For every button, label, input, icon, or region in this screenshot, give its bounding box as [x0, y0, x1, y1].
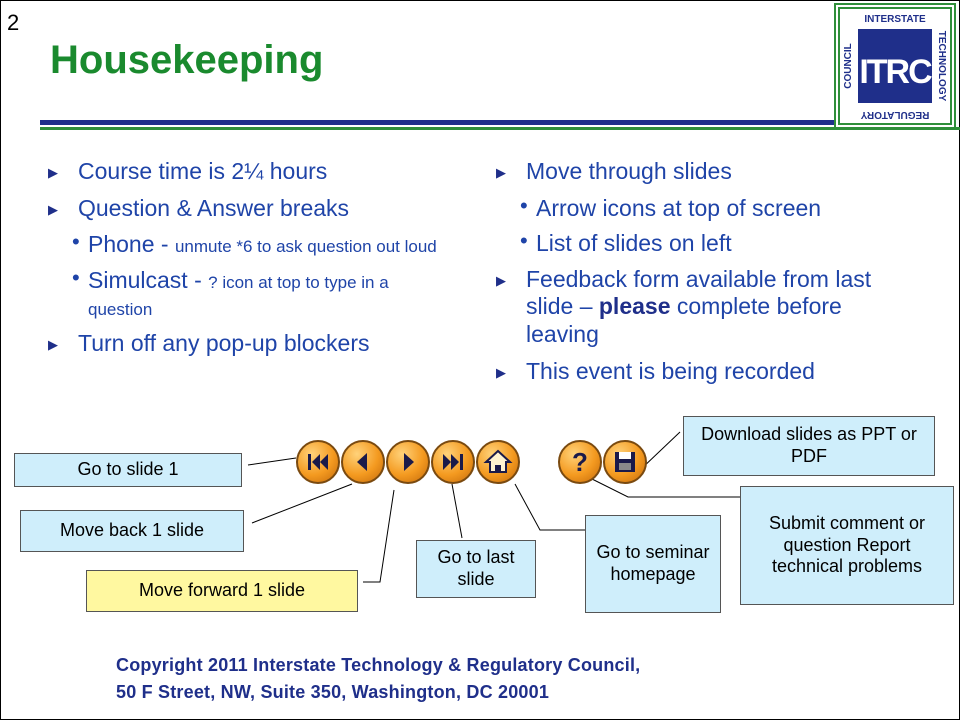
triangle-bullet-icon: ▶: [48, 165, 58, 180]
callout-move-back: Move back 1 slide: [20, 510, 244, 552]
callout-submit-comment: Submit comment or question Report techni…: [740, 486, 954, 605]
callout-move-forward: Move forward 1 slide: [86, 570, 358, 612]
sub-bullet-phone: •Phone - unmute *6 to ask question out l…: [72, 229, 437, 258]
next-slide-icon: [404, 453, 414, 471]
title-rule-green: [40, 127, 960, 130]
triangle-bullet-icon: ▶: [48, 201, 58, 217]
save-icon: [615, 452, 635, 472]
question-icon: ?: [572, 447, 588, 477]
last-slide-button[interactable]: [431, 440, 475, 484]
sub-bullet-arrow-icons: •Arrow icons at top of screen: [520, 192, 822, 221]
last-slide-icon: [443, 454, 463, 470]
title-rule-navy: [40, 120, 835, 125]
copyright-line-1: Copyright 2011 Interstate Technology & R…: [116, 655, 641, 675]
home-icon: [483, 449, 513, 473]
bullet-feedback-form: ▶Feedback form available from last slide…: [496, 265, 872, 347]
triangle-bullet-icon: ▶: [48, 336, 58, 352]
dot-bullet-icon: •: [520, 192, 528, 218]
triangle-bullet-icon: ▶: [496, 364, 506, 380]
copyright-line-2: 50 F Street, NW, Suite 350, Washington, …: [116, 682, 550, 702]
bullet-qa-breaks: ▶Question & Answer breaks: [48, 194, 350, 221]
callout-go-to-homepage: Go to seminar homepage: [585, 515, 721, 613]
svg-text:?: ?: [572, 447, 588, 477]
previous-slide-icon: [357, 453, 367, 471]
logo-text-top: INTERSTATE: [864, 14, 926, 25]
sub-bullet-simulcast: •Simulcast - ? icon at top to type in a …: [72, 264, 389, 320]
callout-go-to-last: Go to last slide: [416, 540, 536, 598]
logo-text-left: COUNCIL: [843, 43, 854, 89]
triangle-bullet-icon: ▶: [496, 272, 506, 288]
previous-slide-button[interactable]: [341, 440, 385, 484]
callout-go-to-slide-1: Go to slide 1: [14, 453, 242, 487]
dot-bullet-icon: •: [520, 228, 528, 254]
dot-bullet-icon: •: [72, 264, 80, 290]
bullet-move-slides: ▶Move through slides: [496, 158, 732, 184]
copyright-notice: Copyright 2011 Interstate Technology & R…: [116, 652, 640, 706]
slide-number: 2: [7, 10, 20, 35]
logo-text-bottom: REGULATORY: [860, 109, 929, 120]
right-bullet-list: ▶Move through slides •Arrow icons at top…: [496, 158, 916, 394]
next-slide-button[interactable]: [386, 440, 430, 484]
help-button[interactable]: ?: [558, 440, 602, 484]
bullet-course-time: ▶Course time is 2¼ hours: [48, 158, 328, 184]
download-button[interactable]: [603, 440, 647, 484]
logo-mark: ITRC: [859, 53, 932, 91]
itrc-logo: INTERSTATE REGULATORY COUNCIL TECHNOLOGY…: [834, 3, 956, 129]
triangle-bullet-icon: ▶: [496, 165, 506, 180]
page-title: Housekeeping: [50, 38, 324, 82]
left-bullet-list: ▶Course time is 2¼ hours ▶Question & Ans…: [48, 158, 448, 367]
first-slide-button[interactable]: [296, 440, 340, 484]
sub-bullet-slide-list: •List of slides on left: [520, 228, 732, 257]
bullet-recorded: ▶This event is being recorded: [496, 357, 815, 384]
dot-bullet-icon: •: [72, 229, 80, 255]
logo-text-right: TECHNOLOGY: [936, 31, 947, 102]
callout-download-slides: Download slides as PPT or PDF: [683, 416, 935, 476]
home-button[interactable]: [476, 440, 520, 484]
first-slide-icon: [308, 454, 328, 470]
bullet-popup-blockers: ▶Turn off any pop-up blockers: [48, 329, 370, 356]
